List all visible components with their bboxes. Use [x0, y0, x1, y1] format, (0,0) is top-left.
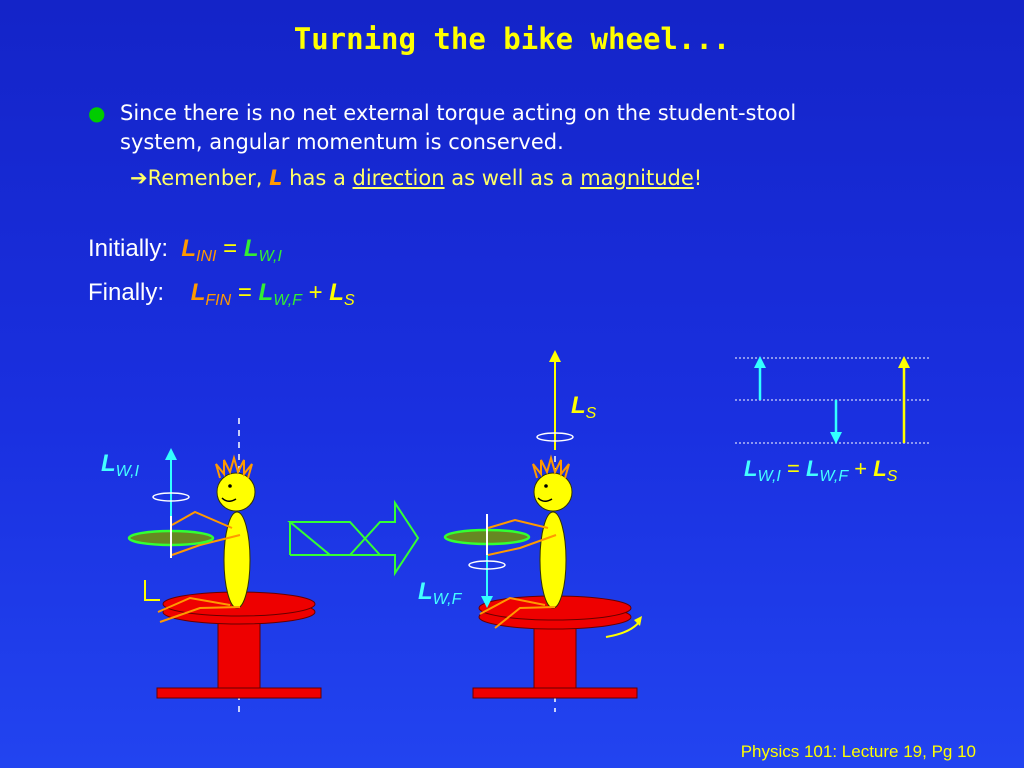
initially-equation: Initially: LINI = LW,I: [88, 235, 282, 266]
equals-sign: =: [786, 456, 800, 481]
ini-subscript: INI: [196, 248, 217, 265]
wi-subscript: W,I: [757, 468, 781, 485]
L-ini-symbol: L: [181, 235, 197, 262]
L-symbol: L: [805, 456, 820, 481]
fin-subscript: FIN: [205, 292, 232, 309]
L-symbol: L: [101, 450, 116, 477]
slide-footer: Physics 101: Lecture 19, Pg 10: [740, 742, 976, 761]
sub-end: !: [693, 166, 703, 190]
vector-equation: LW,I = LW,F + LS: [744, 456, 897, 486]
initial-state-figure: [127, 418, 322, 712]
wf-subscript: W,F: [819, 468, 849, 485]
L-symbol: L: [571, 392, 586, 419]
equals-sign: =: [223, 235, 238, 262]
L-s-label: LS: [571, 392, 596, 423]
L-symbol: L: [418, 578, 433, 605]
sub-mid2: as well as a: [444, 166, 581, 190]
right-arrow-icon: ➔: [130, 166, 148, 190]
s-subscript: S: [585, 405, 597, 422]
vector-sum-diagram: [735, 356, 930, 444]
wi-subscript: W,I: [115, 463, 140, 480]
equals-sign: =: [237, 279, 252, 306]
finally-equation: Finally: LFIN = LW,F + LS: [88, 279, 355, 310]
bullet-dot-icon: ●: [88, 101, 106, 125]
sub-mid1: has a: [282, 166, 353, 190]
L-symbol: L: [744, 456, 758, 481]
magnitude-word: magnitude: [580, 166, 694, 190]
plus-sign: +: [308, 279, 323, 306]
L-fin-symbol: L: [190, 279, 206, 306]
sub-bullet: ➔Remenber, L has a direction as well as …: [130, 166, 702, 190]
L-symbol: L: [269, 166, 283, 190]
wi-subscript: W,I: [258, 248, 282, 265]
initially-label: Initially:: [88, 235, 169, 262]
L-wf-label: LW,F: [418, 578, 461, 609]
L-s-symbol: L: [329, 279, 344, 306]
bullet-text: Since there is no net external torque ac…: [120, 101, 797, 154]
transition-arrow-icon: [287, 499, 420, 577]
direction-word: direction: [352, 166, 445, 190]
L-wf-symbol: L: [258, 279, 274, 306]
wf-subscript: W,F: [273, 292, 302, 309]
final-state-figure: [443, 350, 642, 712]
bullet-item: ● Since there is no net external torque …: [88, 99, 850, 157]
s-subscript: S: [343, 292, 355, 309]
L-wi-label: LW,I: [101, 450, 139, 481]
L-symbol: L: [873, 456, 887, 481]
wf-subscript: W,F: [432, 591, 462, 608]
s-subscript: S: [886, 468, 898, 485]
plus-sign: +: [854, 456, 868, 481]
slide-title: Turning the bike wheel...: [293, 22, 731, 56]
sub-prefix: Remenber,: [147, 166, 270, 190]
L-wi-symbol: L: [243, 235, 259, 262]
finally-label: Finally:: [88, 279, 165, 306]
